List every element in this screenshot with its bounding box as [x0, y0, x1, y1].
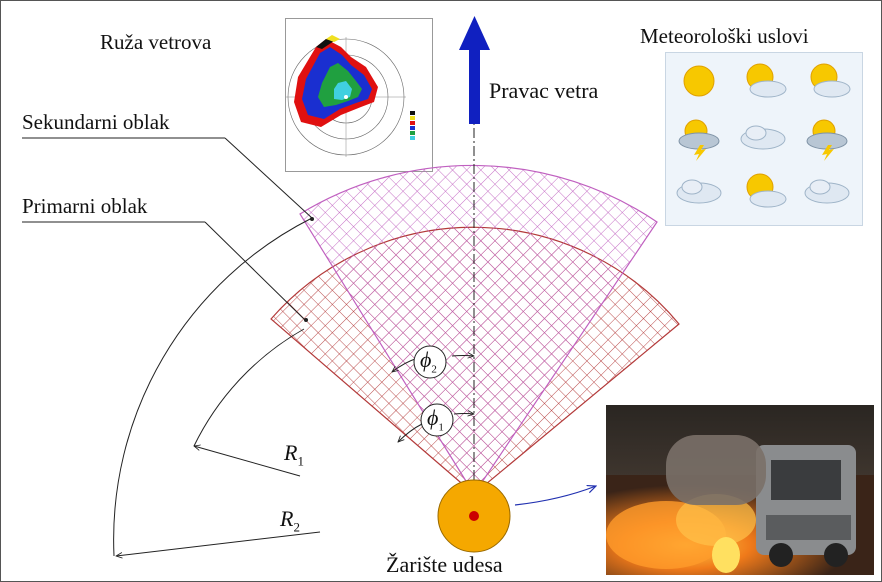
meteo-label: Meteorološki uslovi — [640, 24, 809, 48]
sun-icon — [674, 61, 724, 101]
r1-label: R1 — [284, 440, 304, 469]
wind-rose-chart — [285, 18, 433, 172]
r2-label: R2 — [280, 506, 300, 535]
secondary-cloud-sector — [299, 164, 658, 496]
phi1-badge — [420, 403, 454, 437]
sun-cloud-icon — [738, 171, 788, 211]
wind-direction-arrow — [459, 16, 490, 124]
cloud-icon — [674, 171, 724, 211]
primary-cloud-label: Primarni oblak — [22, 194, 148, 218]
sun-cloud-icon — [802, 61, 852, 101]
r2-arc — [113, 217, 313, 557]
wind-direction-label: Pravac vetra — [489, 78, 599, 103]
phi1-label: ϕ1 — [427, 405, 444, 434]
accident-source-label: Žarište udesa — [386, 552, 503, 577]
photo-link-arrow — [514, 486, 596, 506]
wind-rose-label: Ruža vetrova — [100, 30, 212, 54]
storm-cloud-icon — [674, 117, 724, 161]
secondary-cloud-label: Sekundarni oblak — [22, 110, 170, 134]
r1-arc — [193, 328, 305, 447]
storm-cloud-icon — [802, 117, 852, 161]
sun-cloud-icon — [738, 61, 788, 101]
accident-photo — [606, 405, 874, 575]
source-center-dot — [469, 511, 479, 521]
cloud-icon — [738, 117, 788, 157]
weather-icons-panel — [665, 52, 863, 226]
phi2-label: ϕ2 — [420, 347, 437, 376]
phi2-badge — [413, 345, 447, 379]
cloud-icon — [802, 171, 852, 211]
